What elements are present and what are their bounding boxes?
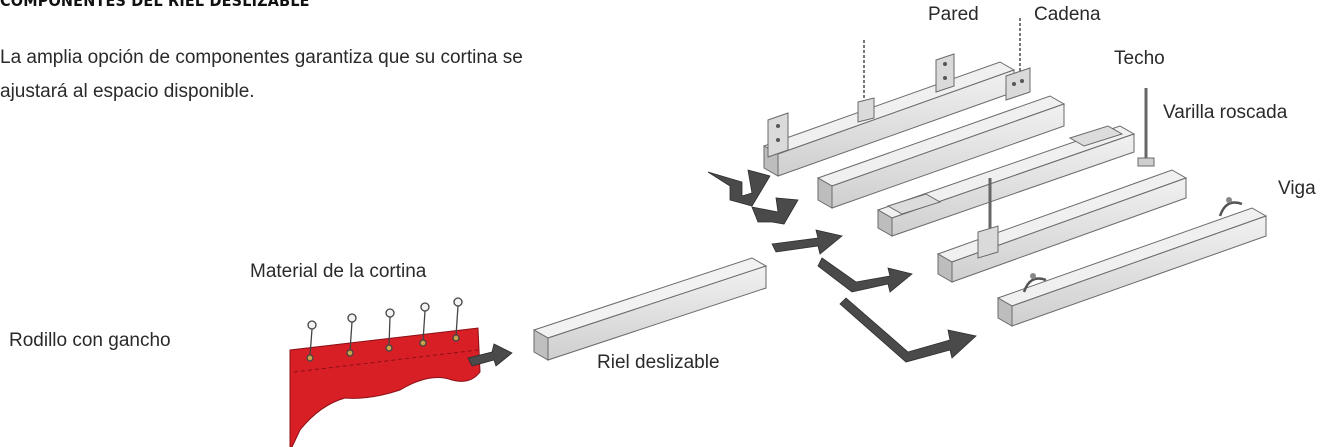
rail-threaded-rod (936, 88, 1188, 283)
rail-beam (996, 197, 1268, 327)
wall-bracket-right (935, 53, 955, 93)
arrow-to-chain-rail (751, 197, 799, 225)
label-viga: Viga (1278, 178, 1316, 199)
rail-wall (762, 53, 1016, 177)
label-varilla-roscada: Varilla roscada (1163, 102, 1288, 123)
label-material: Material de la cortina (250, 261, 427, 282)
label-techo: Techo (1114, 48, 1165, 69)
arrow-curtain-to-rail (467, 343, 513, 367)
wall-bracket-left (767, 112, 789, 158)
label-riel: Riel deslizable (597, 352, 720, 373)
arrow-to-beam-rail (839, 297, 977, 363)
chain-hanger (857, 40, 875, 123)
rail-ceiling (876, 125, 1136, 237)
arrow-to-ceiling-rail (771, 229, 843, 255)
roller-hooks (306, 297, 463, 362)
label-rodillo: Rodillo con gancho (9, 330, 171, 351)
arrow-to-wall-rail (707, 169, 771, 207)
curtain-material (289, 327, 481, 447)
rail-chain (816, 18, 1066, 209)
intro-text: La amplia opción de componentes garantiz… (0, 47, 523, 102)
section-heading: COMPONENTES DEL RIEL DESLIZABLE (0, 0, 310, 10)
label-cadena: Cadena (1034, 4, 1101, 25)
label-pared: Pared (928, 4, 979, 25)
sliding-rail (532, 257, 768, 361)
arrow-to-threaded-rod-rail (817, 257, 913, 293)
